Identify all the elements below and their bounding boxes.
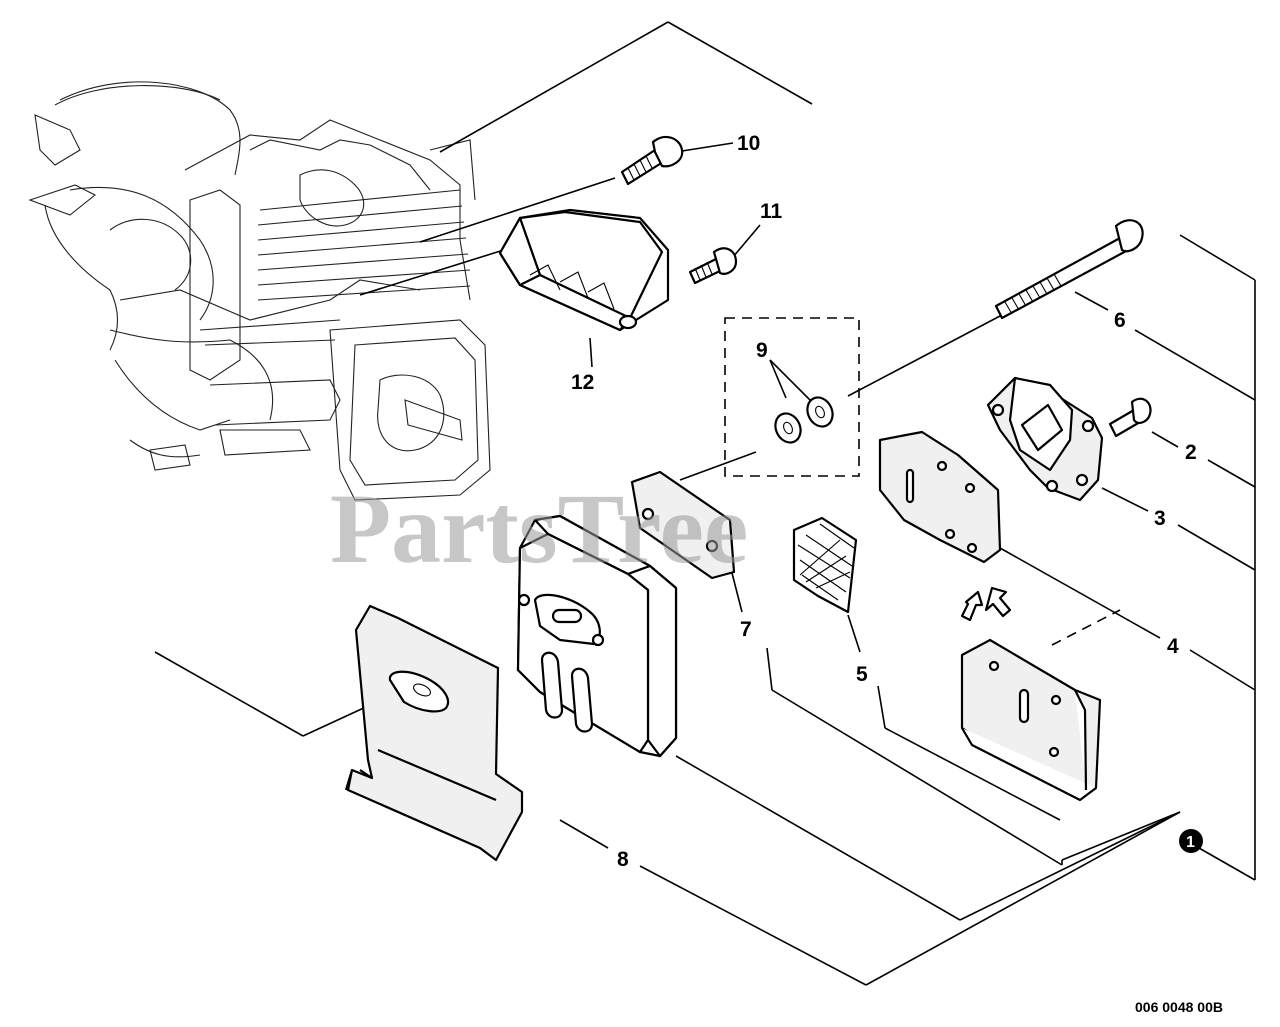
washers-9 <box>774 396 834 444</box>
callout-11: 11 <box>760 200 783 223</box>
callout-2: 2 <box>1185 441 1197 464</box>
arrows <box>960 586 1012 622</box>
gasket-4 <box>878 430 1002 564</box>
screw-11 <box>688 247 738 285</box>
heat-plate <box>960 638 1102 802</box>
watermark-text: PartsTree <box>330 473 748 584</box>
drawing-code: 006 0048 00B <box>1135 999 1223 1015</box>
callout-1-marker: 1 <box>1179 829 1203 853</box>
screen-5 <box>792 516 858 614</box>
long-bolt-6 <box>994 219 1144 320</box>
callout-7: 7 <box>740 618 752 641</box>
callout-8: 8 <box>617 848 629 871</box>
bolt-2 <box>1108 397 1152 438</box>
leader-lines <box>154 21 1256 986</box>
callout-10: 10 <box>737 132 760 155</box>
shield-8 <box>344 604 524 862</box>
callout-6: 6 <box>1114 309 1126 332</box>
exhaust-flange-3 <box>986 376 1104 502</box>
muffler <box>516 514 678 758</box>
gasket-7 <box>630 470 736 580</box>
callout-4: 4 <box>1167 635 1179 658</box>
engine-block <box>28 81 491 501</box>
muffler-cover-12 <box>498 208 670 332</box>
bolt-10 <box>620 135 684 186</box>
washer-group-box <box>724 317 860 477</box>
callout-3: 3 <box>1154 507 1166 530</box>
callout-5: 5 <box>856 663 868 686</box>
callout-12: 12 <box>571 371 594 394</box>
callout-1: 1 <box>1186 834 1195 851</box>
callout-9: 9 <box>756 339 768 362</box>
